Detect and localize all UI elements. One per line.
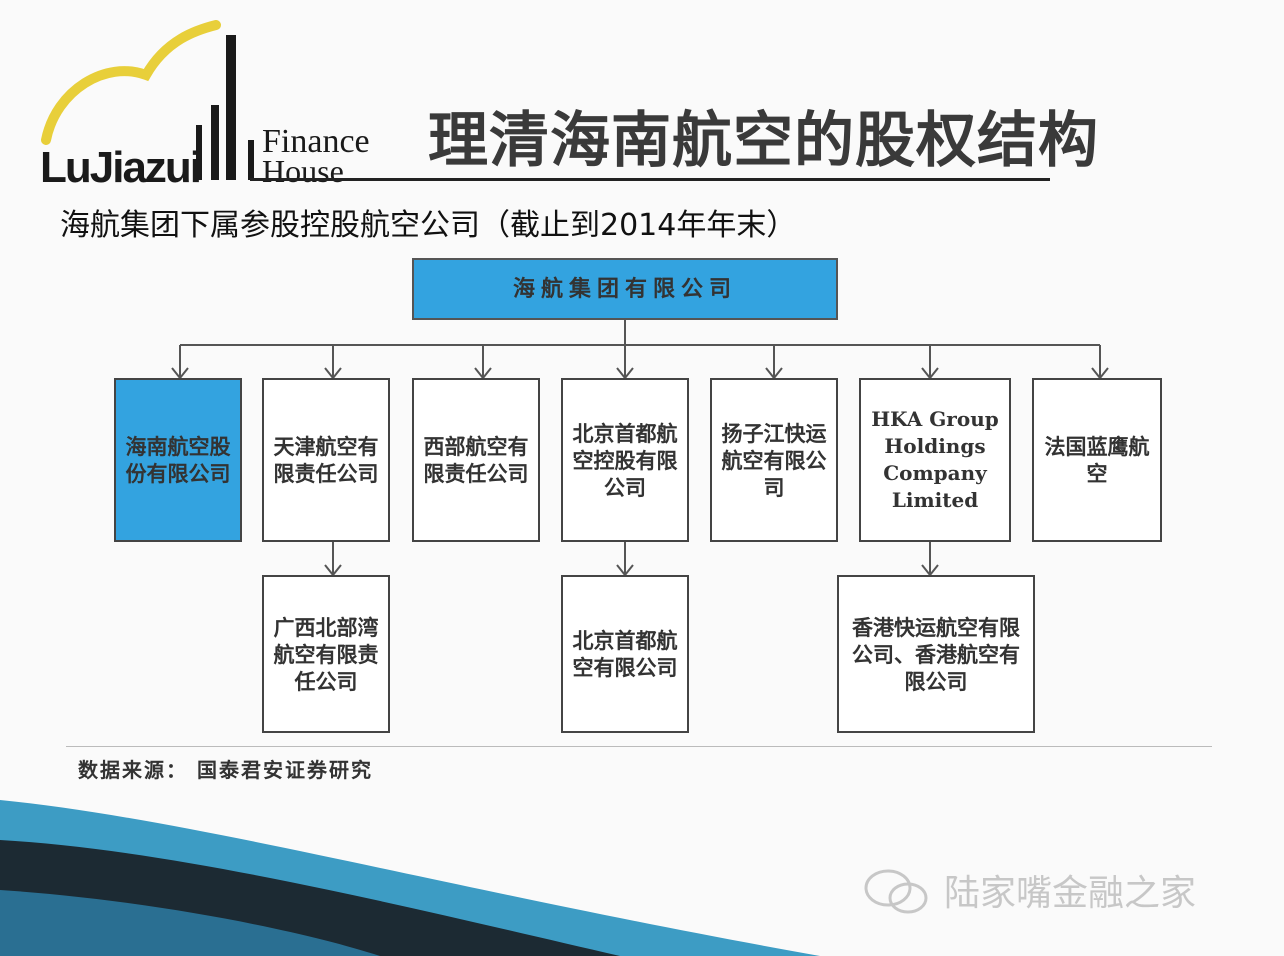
org-child-box: 扬子江快运航空有限公司 — [710, 378, 838, 542]
org-child-label: 北京首都航空控股有限公司 — [572, 420, 678, 500]
org-child-box: 西部航空有限责任公司 — [412, 378, 540, 542]
subtitle: 海航集团下属参股控股航空公司（截止到2014年年末） — [60, 208, 797, 243]
org-child-label: HKA Group Holdings Company Limited — [871, 407, 999, 512]
logo-finance-text: Finance — [262, 123, 370, 160]
org-child-label: 天津航空有限责任公司 — [273, 434, 379, 486]
logo-sun-arc — [41, 20, 221, 145]
decorative-wave — [0, 800, 820, 956]
watermark-text: 陆家嘴金融之家 — [944, 864, 1196, 916]
title-underline — [250, 178, 1050, 181]
page-title: 理清海南航空的股权结构 — [428, 106, 1099, 176]
org-grandchild-box: 广西北部湾航空有限责任公司 — [262, 575, 390, 733]
org-grandchild-box: 香港快运航空有限公司、香港航空有限公司 — [837, 575, 1035, 733]
source-divider — [66, 746, 1212, 747]
org-grandchild-label: 广西北部湾航空有限责任公司 — [273, 614, 379, 694]
org-child-box: 天津航空有限责任公司 — [262, 378, 390, 542]
org-grandchild-box: 北京首都航空有限公司 — [561, 575, 689, 733]
org-child-box: 北京首都航空控股有限公司 — [561, 378, 689, 542]
org-child-label: 法国蓝鹰航空 — [1044, 434, 1150, 486]
watermark-label: 陆家嘴金融之家 — [944, 873, 1197, 914]
org-grandchild-label: 香港快运航空有限公司、香港航空有限公司 — [852, 614, 1020, 694]
org-child-box: HKA Group Holdings Company Limited — [859, 378, 1011, 542]
org-child-label: 西部航空有限责任公司 — [423, 434, 529, 486]
org-root-label: 海航集团有限公司 — [512, 275, 737, 302]
data-source-note: 数据来源： 国泰君安证券研究 — [78, 758, 373, 782]
org-child-box: 法国蓝鹰航空 — [1032, 378, 1162, 542]
wechat-icon — [864, 869, 928, 914]
lujiazui-finance-house-logo: LuJiazui Finance House — [40, 20, 370, 190]
logo-tower — [226, 35, 236, 180]
org-child-box: 海南航空股份有限公司 — [114, 378, 242, 542]
org-child-label: 扬子江快运航空有限公司 — [721, 420, 827, 500]
org-root-box: 海航集团有限公司 — [412, 258, 838, 320]
org-grandchild-label: 北京首都航空有限公司 — [572, 628, 678, 680]
logo-brand-text: LuJiazui — [40, 143, 200, 190]
org-child-label: 海南航空股份有限公司 — [125, 434, 231, 486]
logo-house-text: House — [262, 153, 344, 189]
